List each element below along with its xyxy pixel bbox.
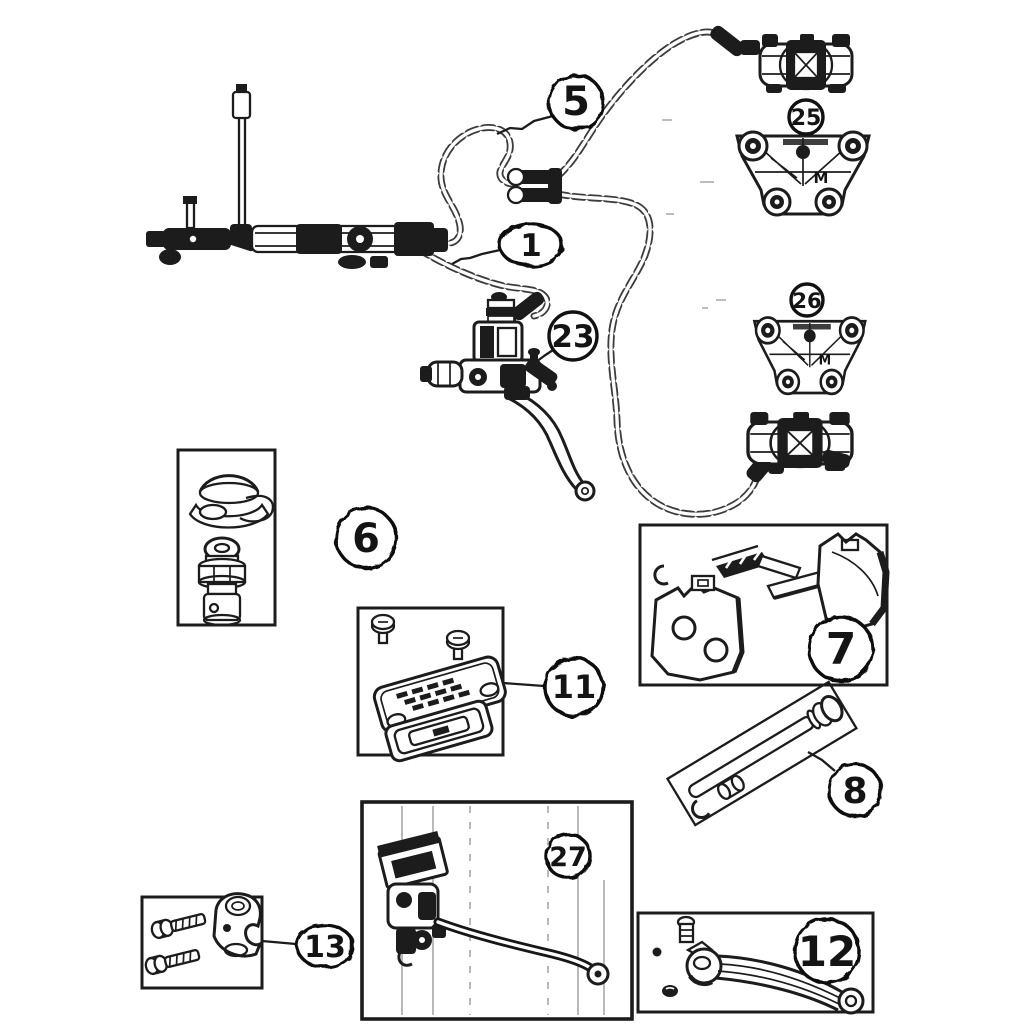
caliper-bracket-25	[735, 130, 871, 217]
part-6-box-group	[176, 448, 277, 627]
pad-e-clip	[653, 564, 669, 586]
callout-7: 7	[807, 615, 875, 683]
pad-pin-group	[665, 680, 859, 827]
handlebar-clamp	[212, 892, 263, 958]
svg-text:1: 1	[520, 228, 542, 264]
lever-dot	[652, 947, 662, 957]
callout-23: 23	[547, 310, 599, 362]
cap-screw-1	[370, 613, 396, 645]
svg-text:7: 7	[826, 624, 857, 675]
part-27-box	[360, 800, 634, 1021]
hose-loop-to-junction	[432, 124, 516, 247]
callouts: 5 1 23 25 26 6 11 7	[295, 73, 883, 985]
master-cylinder-inlet-fitting	[511, 291, 545, 321]
leader-13	[261, 939, 297, 946]
pad-pin-outline-box	[665, 680, 859, 827]
front-master-cylinder	[420, 292, 596, 502]
callout-27: 27	[544, 832, 592, 880]
callout-25: 25	[787, 98, 825, 136]
master-cylinder-27	[377, 830, 610, 986]
callout-26: 26	[789, 282, 825, 318]
svg-text:11: 11	[552, 668, 597, 706]
part-7-box-group	[638, 523, 890, 687]
lever-pivot-bolt	[676, 915, 696, 944]
part-12-box	[636, 911, 875, 1014]
svg-text:12: 12	[798, 927, 856, 976]
caliper-elbow-front	[740, 40, 760, 55]
rear-caliper-bolt	[822, 449, 851, 469]
callout-13: 13	[295, 923, 355, 969]
reservoir-cap-plate	[372, 655, 507, 734]
svg-text:23: 23	[551, 319, 594, 355]
bleeder-bolt-23	[530, 354, 538, 365]
callout-1: 1	[498, 222, 564, 268]
part-13-box-group	[140, 892, 264, 990]
hose-to-front-master-cylinder	[416, 246, 551, 320]
pin-sleeve	[716, 774, 745, 800]
pressure-switch-fitting	[146, 196, 257, 265]
clamp-bolt-1	[149, 909, 208, 941]
callout-8: 8	[827, 762, 883, 818]
leader-23	[535, 349, 554, 363]
scan-streaks-dashed	[469, 806, 549, 1015]
brake-hand-lever	[685, 940, 865, 1015]
leader-11	[502, 681, 545, 688]
svg-text:6: 6	[352, 516, 380, 562]
reservoir-tube	[237, 118, 247, 226]
svg-text:5: 5	[562, 79, 590, 125]
leader-lines	[261, 114, 836, 946]
caliper-bracket-26	[752, 316, 867, 396]
leader-5	[496, 114, 554, 136]
pad-spring-clip	[711, 544, 828, 600]
front-brake-lever-attached	[504, 386, 596, 502]
part-27-box-group	[360, 800, 634, 1021]
callout-12: 12	[793, 917, 861, 985]
svg-text:25: 25	[791, 106, 822, 131]
callout-6: 6	[334, 506, 398, 570]
leader-1	[451, 248, 501, 266]
hose-to-rear-caliper	[554, 190, 762, 518]
callout-11: 11	[543, 656, 605, 718]
rear-master-cylinder-body	[250, 222, 448, 269]
clamp-bolt-2	[143, 945, 202, 977]
banjo-junction-fitting	[506, 167, 562, 205]
part-12-box-group	[636, 911, 875, 1015]
hose-to-front-caliper	[554, 28, 720, 180]
brake-pad-left	[650, 574, 745, 682]
leader-8	[807, 751, 836, 772]
lever-nut	[662, 985, 678, 997]
reservoir-diaphragm	[384, 699, 494, 763]
svg-text:27: 27	[549, 842, 587, 873]
callout-5: 5	[547, 73, 605, 131]
cap-screw-2	[445, 629, 471, 661]
reservoir-cap-part	[188, 474, 274, 529]
brake-pad-right	[816, 532, 890, 634]
caliper-inlet-fitting-front	[710, 25, 745, 57]
bleeder-valve-part	[197, 536, 247, 627]
rear-brake-line-assembly	[146, 84, 448, 269]
front-brake-caliper	[758, 32, 854, 95]
svg-text:26: 26	[792, 289, 821, 313]
scan-noise	[662, 119, 726, 309]
svg-text:13: 13	[304, 930, 346, 965]
pin-e-clip	[691, 799, 711, 820]
part-11-box-group	[356, 606, 507, 763]
svg-text:8: 8	[842, 771, 867, 812]
